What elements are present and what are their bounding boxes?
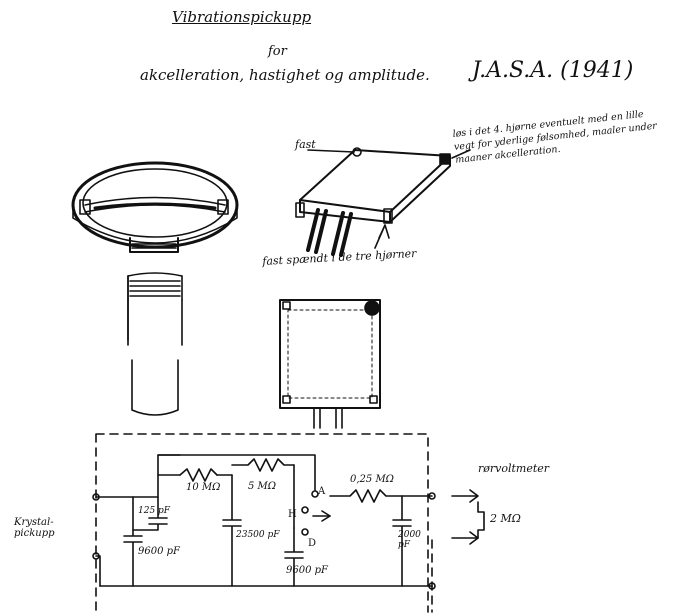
- label-res-5m: 5 MΩ: [248, 481, 277, 492]
- label-tube-voltmeter: rørvoltmeter: [478, 462, 550, 475]
- subtitle: akcelleration, hastighet og amplitude.: [140, 66, 430, 84]
- label-switch-a: A: [318, 486, 326, 497]
- journal-reference: J.A.S.A. (1941): [472, 58, 634, 83]
- label-cap-2000pf: 2000 pF: [398, 530, 421, 550]
- label-fast: fast: [295, 138, 316, 151]
- label-cap-23500pf: 23500 pF: [236, 530, 280, 540]
- circuit-diagram: [92, 433, 485, 613]
- plate-top-view-sketch: [279, 299, 381, 429]
- label-cap-9600pf-left: 9600 pF: [138, 546, 180, 557]
- plate-perspective-sketch: [295, 147, 471, 257]
- label-crystal-pickup: Krystal-pickupp: [14, 517, 55, 539]
- label-switch-d: D: [308, 538, 317, 549]
- label-res-025m: 0,25 MΩ: [350, 474, 394, 485]
- label-res-10m: 10 MΩ: [186, 482, 221, 493]
- pickup-housing-sketch: [71, 161, 239, 416]
- page-title: Vibrationspickupp: [172, 8, 312, 26]
- label-res-2m: 2 MΩ: [490, 512, 521, 525]
- subtitle-for: for: [268, 44, 287, 59]
- label-cap-125pf: 125 pF: [138, 506, 171, 516]
- label-switch-h: H: [288, 509, 297, 520]
- label-cap-9600pf-right: 9600 pF: [286, 565, 328, 576]
